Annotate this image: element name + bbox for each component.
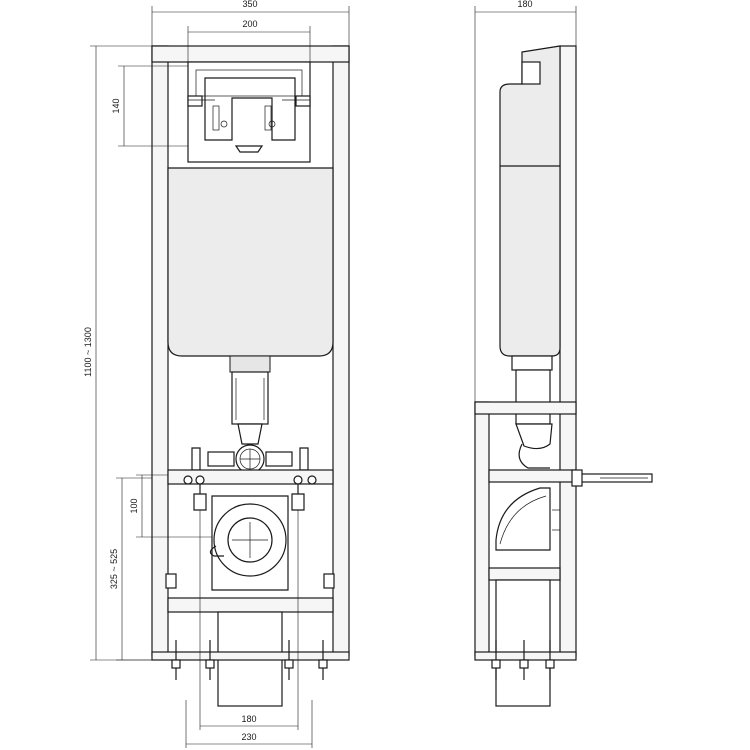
side-flush-pipe xyxy=(511,355,553,371)
top-rail xyxy=(151,45,350,63)
flush-plate-frame xyxy=(187,61,311,163)
side-back-upright xyxy=(559,45,577,657)
side-view xyxy=(474,45,653,707)
mounting-crossbar xyxy=(167,469,334,485)
side-waste-bend xyxy=(495,487,551,551)
dim-plate-height: 140 xyxy=(111,98,121,113)
dim-plate-width: 200 xyxy=(242,19,257,29)
side-waste-pipe xyxy=(495,579,551,707)
side-cistern xyxy=(499,45,561,357)
side-foot-bolts xyxy=(491,640,555,680)
front-view xyxy=(151,45,350,707)
left-upright xyxy=(151,45,169,657)
dim-outlet-height: 325 ~ 525 xyxy=(109,549,119,589)
dim-outlet-offset: 100 xyxy=(129,498,139,513)
front-dimensions: 350 200 140 1100 ~ 1300 100 325 ~ 525 18… xyxy=(83,0,350,748)
side-base-plate xyxy=(474,651,577,661)
flush-plate-inner xyxy=(195,69,303,97)
dim-total-height: 1100 ~ 1300 xyxy=(83,327,93,377)
dim-anchor-spacing: 180 xyxy=(241,714,256,724)
dim-side-depth: 180 xyxy=(517,0,532,9)
lower-crossbar xyxy=(167,597,334,613)
plate-screw-right xyxy=(268,120,276,128)
flush-pipe-top xyxy=(229,355,271,373)
dim-frame-base-width: 230 xyxy=(241,732,256,742)
plate-bracket-right xyxy=(295,95,311,107)
front-base-plate xyxy=(151,651,350,661)
side-front-upright xyxy=(474,401,490,657)
flush-pipe xyxy=(231,371,269,425)
plate-screw-left xyxy=(220,120,228,128)
front-foot-bolts xyxy=(171,640,328,680)
cistern-body xyxy=(167,167,334,357)
flush-mechanism xyxy=(204,77,296,141)
side-dimensions: 180 xyxy=(474,0,577,402)
right-upright xyxy=(332,45,350,657)
plate-bracket-left xyxy=(187,95,203,107)
dim-front-width: 350 xyxy=(242,0,257,9)
